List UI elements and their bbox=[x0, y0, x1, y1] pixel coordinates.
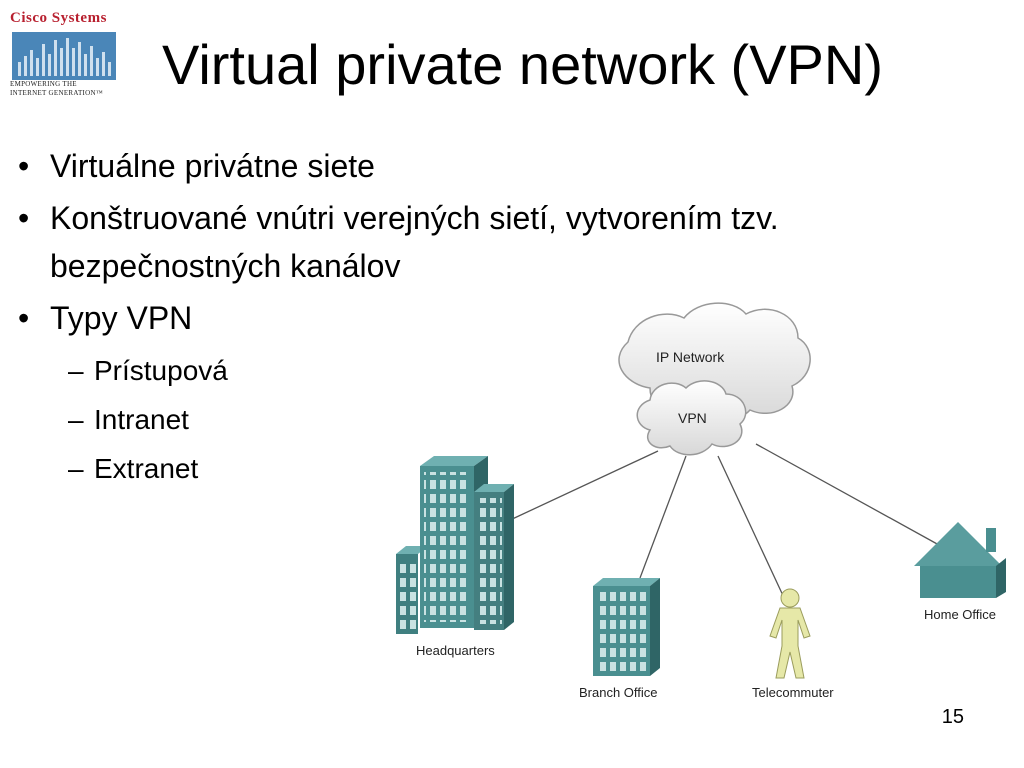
sub-bullet-item: –Prístupová bbox=[68, 355, 228, 386]
headquarters-label: Headquarters bbox=[416, 643, 495, 658]
sub-bullet-text: Prístupová bbox=[94, 355, 228, 386]
logo-tagline-line1: Empowering the bbox=[10, 80, 77, 88]
branch-office-building-icon bbox=[593, 578, 660, 676]
logo-tagline: Empowering the Internet Generation™ bbox=[10, 80, 130, 98]
headquarters-building-icon bbox=[396, 456, 514, 634]
link-branch-office bbox=[639, 455, 687, 579]
logo-tagline-line2: Internet Generation™ bbox=[10, 89, 104, 97]
bullet-item: •Konštruované vnútri verejných sietí, vy… bbox=[18, 200, 779, 284]
home-office-house-icon bbox=[914, 522, 1006, 598]
bullet-text: Virtuálne privátne siete bbox=[50, 148, 375, 184]
branch-office-label: Branch Office bbox=[579, 685, 658, 700]
bullet-item: •Typy VPN bbox=[18, 300, 193, 336]
bullet-text: Typy VPN bbox=[50, 300, 193, 336]
link-telecommuter bbox=[717, 455, 787, 603]
connection-lines bbox=[507, 443, 949, 603]
sub-bullet-text: Intranet bbox=[94, 404, 189, 435]
telecommuter-label: Telecommuter bbox=[752, 685, 834, 700]
slide-title: Virtual private network (VPN) bbox=[162, 33, 883, 96]
logo-bars-icon bbox=[12, 32, 116, 80]
telecommuter-person-icon bbox=[769, 588, 811, 679]
vpn-label: VPN bbox=[678, 410, 707, 426]
bullet-item: •Virtuálne privátne siete bbox=[18, 148, 375, 184]
sub-bullet-item: –Extranet bbox=[68, 453, 199, 484]
sub-bullet-item: –Intranet bbox=[68, 404, 189, 435]
logo-brand-text: Cisco Systems bbox=[10, 10, 107, 26]
ip-network-label: IP Network bbox=[656, 349, 725, 365]
page-number: 15 bbox=[941, 706, 964, 728]
bullet-text: Konštruované vnútri verejných sietí, vyt… bbox=[50, 200, 779, 284]
vpn-cloud-icon bbox=[636, 380, 747, 456]
link-home-office bbox=[755, 443, 949, 551]
cisco-logo: Cisco Systems Empowering the Internet Ge… bbox=[10, 10, 122, 100]
vpn-network-diagram: IP Network VPN Headquarters Branch Offic… bbox=[396, 302, 1006, 700]
link-headquarters bbox=[507, 450, 659, 522]
bullet-list: •Virtuálne privátne siete •Konštruované … bbox=[10, 142, 990, 493]
home-office-label: Home Office bbox=[924, 607, 996, 622]
sub-bullet-text: Extranet bbox=[94, 453, 199, 484]
